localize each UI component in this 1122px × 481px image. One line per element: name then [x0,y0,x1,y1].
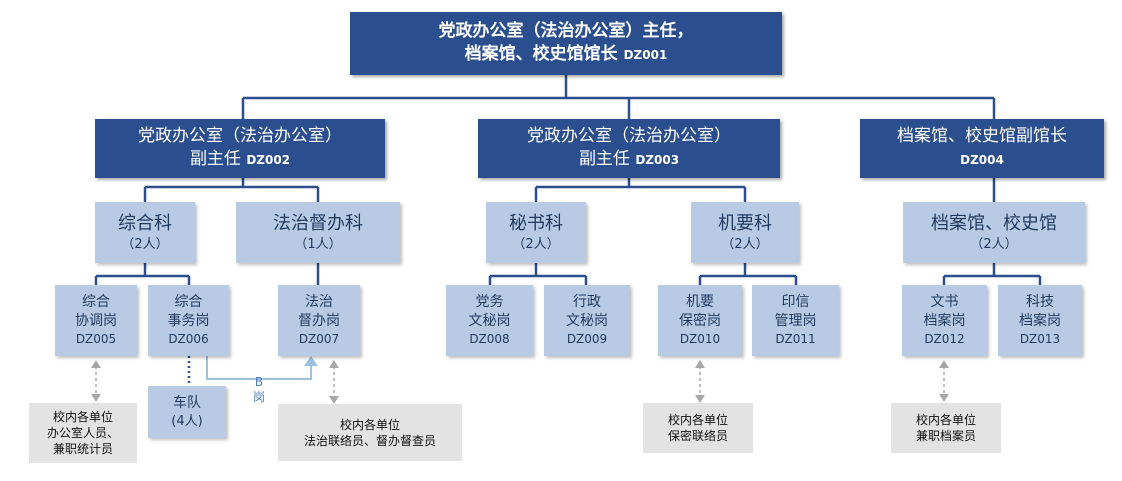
post-code: DZ009 [566,332,608,346]
post-box-dz009: 行政 文秘岗 DZ009 [544,285,630,356]
section-count: （1人） [294,236,342,252]
post-line2: 档案岗 [1019,313,1061,329]
post-line1: 党务 [475,294,504,310]
post-box-dz008: 党务 文秘岗 DZ008 [446,285,533,356]
post-line1: 机要 [686,294,714,310]
fleet-count: (4人) [171,413,203,429]
post-line2: 协调岗 [75,313,117,329]
deputy-title-line2: 副主任 [578,149,630,169]
deputy-title-line1: 党政办公室（法治办公室） [138,126,342,146]
post-line1: 综合 [174,294,203,310]
post-line2: 文秘岗 [468,313,511,329]
section-count: （2人） [970,236,1018,252]
fleet-name: 车队 [173,394,201,411]
section-name: 综合科 [118,212,172,234]
post-code: DZ012 [924,332,965,346]
note-line2: 兼职档案员 [915,429,976,443]
post-code: DZ006 [168,332,209,346]
section-box-fazhi: 法治督办科 （1人） [236,202,400,263]
director-title-line1: 党政办公室（法治办公室）主任， [438,21,694,41]
post-box-dz013: 科技 档案岗 DZ013 [998,285,1082,356]
note-box-office-staff: 校内各单位 办公室人员、 兼职统计员 [29,403,137,463]
post-box-dz006: 综合 事务岗 DZ006 [148,285,229,356]
note-line1: 校内各单位 [52,410,113,424]
section-name: 机要科 [718,212,772,234]
note-line1: 校内各单位 [915,413,976,427]
deputy-title-line2: 副主任 [189,149,241,169]
post-line2: 督办岗 [298,313,340,329]
post-code: DZ005 [75,332,117,346]
fleet-box: 车队 (4人) [148,386,226,438]
post-line2: 文秘岗 [566,313,608,329]
note-box-archive-staff: 校内各单位 兼职档案员 [891,403,1001,453]
post-code: DZ007 [298,332,340,346]
post-line1: 科技 [1026,294,1054,310]
note-box-security-liaison: 校内各单位 保密联络员 [643,403,753,453]
section-box-dangan: 档案馆、校史馆 （2人） [903,202,1085,263]
b-post-char2: 岗 [252,390,265,404]
post-box-dz010: 机要 保密岗 DZ010 [658,285,742,356]
note-line3: 兼职统计员 [52,442,113,456]
note-line1: 校内各单位 [667,413,728,427]
post-line2: 保密岗 [679,313,721,329]
deputy-box-dz004: 档案馆、校史馆副馆长 DZ004 [860,119,1104,178]
deputy-box-dz002: 党政办公室（法治办公室） 副主任 DZ002 [95,119,385,178]
deputy-title: 档案馆、校史馆副馆长 [897,126,1067,146]
post-box-dz011: 印信 管理岗 DZ011 [752,285,839,356]
post-line1: 综合 [82,294,110,310]
section-count: （2人） [512,236,560,252]
note-line2: 法治联络员、督办督查员 [303,433,436,448]
note-line2: 保密联络员 [667,429,728,443]
director-title-line2: 档案馆、校史馆馆长 [464,44,618,64]
b-post-label: B 岗 [248,372,270,408]
director-code: DZ001 [623,48,668,62]
post-line1: 文书 [930,294,959,310]
section-name: 法治督办科 [273,212,363,234]
post-code: DZ010 [679,332,721,346]
post-line2: 管理岗 [774,313,817,329]
post-code: DZ011 [775,332,816,346]
section-name: 档案馆、校史馆 [931,212,1057,234]
note-box-legal-liaison: 校内各单位 法治联络员、督办督查员 [278,404,462,461]
deputy-box-dz003: 党政办公室（法治办公室） 副主任 DZ003 [478,119,780,178]
post-code: DZ008 [469,332,510,346]
section-count: （2人） [121,236,169,252]
section-name: 秘书科 [509,212,563,234]
post-line1: 印信 [781,294,810,310]
post-box-dz005: 综合 协调岗 DZ005 [55,285,137,356]
post-line2: 档案岗 [923,313,966,329]
deputy-code: DZ004 [960,153,1004,167]
director-box: 党政办公室（法治办公室）主任， 档案馆、校史馆馆长 DZ001 [350,12,782,75]
section-count: （2人） [721,236,769,252]
deputy-code: DZ003 [635,153,680,167]
post-box-dz012: 文书 档案岗 DZ012 [902,285,987,356]
post-code: DZ013 [1019,332,1061,346]
deputy-code: DZ002 [246,153,291,167]
section-box-zonghe: 综合科 （2人） [95,202,195,263]
post-line1: 行政 [573,294,601,310]
post-box-dz007: 法治 督办岗 DZ007 [278,285,360,356]
note-line1: 校内各单位 [339,417,400,432]
section-box-jiyao: 机要科 （2人） [691,202,799,263]
b-post-char1: B [254,375,264,389]
post-line2: 事务岗 [167,313,210,329]
post-line1: 法治 [305,294,333,310]
note-line2: 办公室人员、 [46,426,119,440]
deputy-title-line1: 党政办公室（法治办公室） [527,126,731,146]
section-box-mishu: 秘书科 （2人） [486,202,586,263]
